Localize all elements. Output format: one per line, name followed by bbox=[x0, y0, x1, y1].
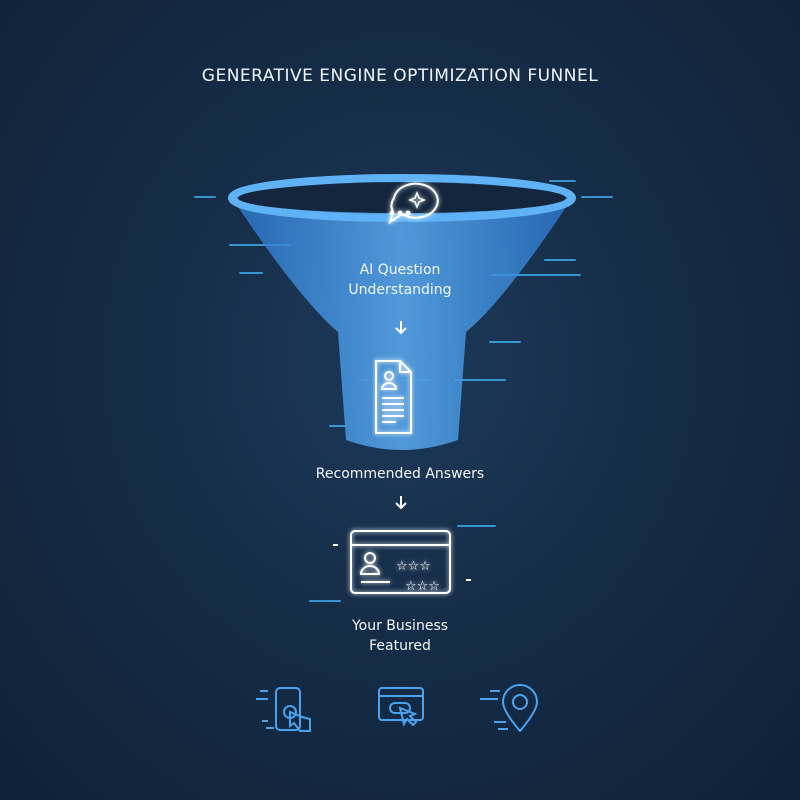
web-click-icon[interactable] bbox=[378, 687, 424, 727]
stage-3-line2: Featured bbox=[369, 638, 431, 654]
svg-text:☆☆☆: ☆☆☆ bbox=[405, 579, 440, 594]
arrow-down-icon bbox=[395, 496, 407, 510]
location-pin-icon[interactable] bbox=[480, 684, 539, 733]
svg-text:☆☆☆: ☆☆☆ bbox=[396, 559, 431, 574]
stage-3-label: Your Business Featured bbox=[0, 616, 800, 656]
chat-sparkle-icon bbox=[388, 182, 439, 225]
business-card-rating-icon: ☆☆☆ ☆☆☆ bbox=[350, 530, 451, 594]
stage-1-label: AI Question Understanding bbox=[0, 260, 800, 300]
stage-2-label: Recommended Answers bbox=[315, 466, 485, 482]
document-profile-icon bbox=[375, 360, 412, 434]
stage-1-line1: AI Question bbox=[359, 262, 441, 278]
page-title: GENERATIVE ENGINE OPTIMIZATION FUNNEL bbox=[201, 66, 599, 86]
stage-3-line1: Your Business bbox=[351, 618, 449, 634]
stage-1-line2: Understanding bbox=[348, 282, 452, 298]
mobile-tap-icon[interactable] bbox=[256, 687, 311, 732]
arrow-down-icon bbox=[395, 321, 407, 335]
